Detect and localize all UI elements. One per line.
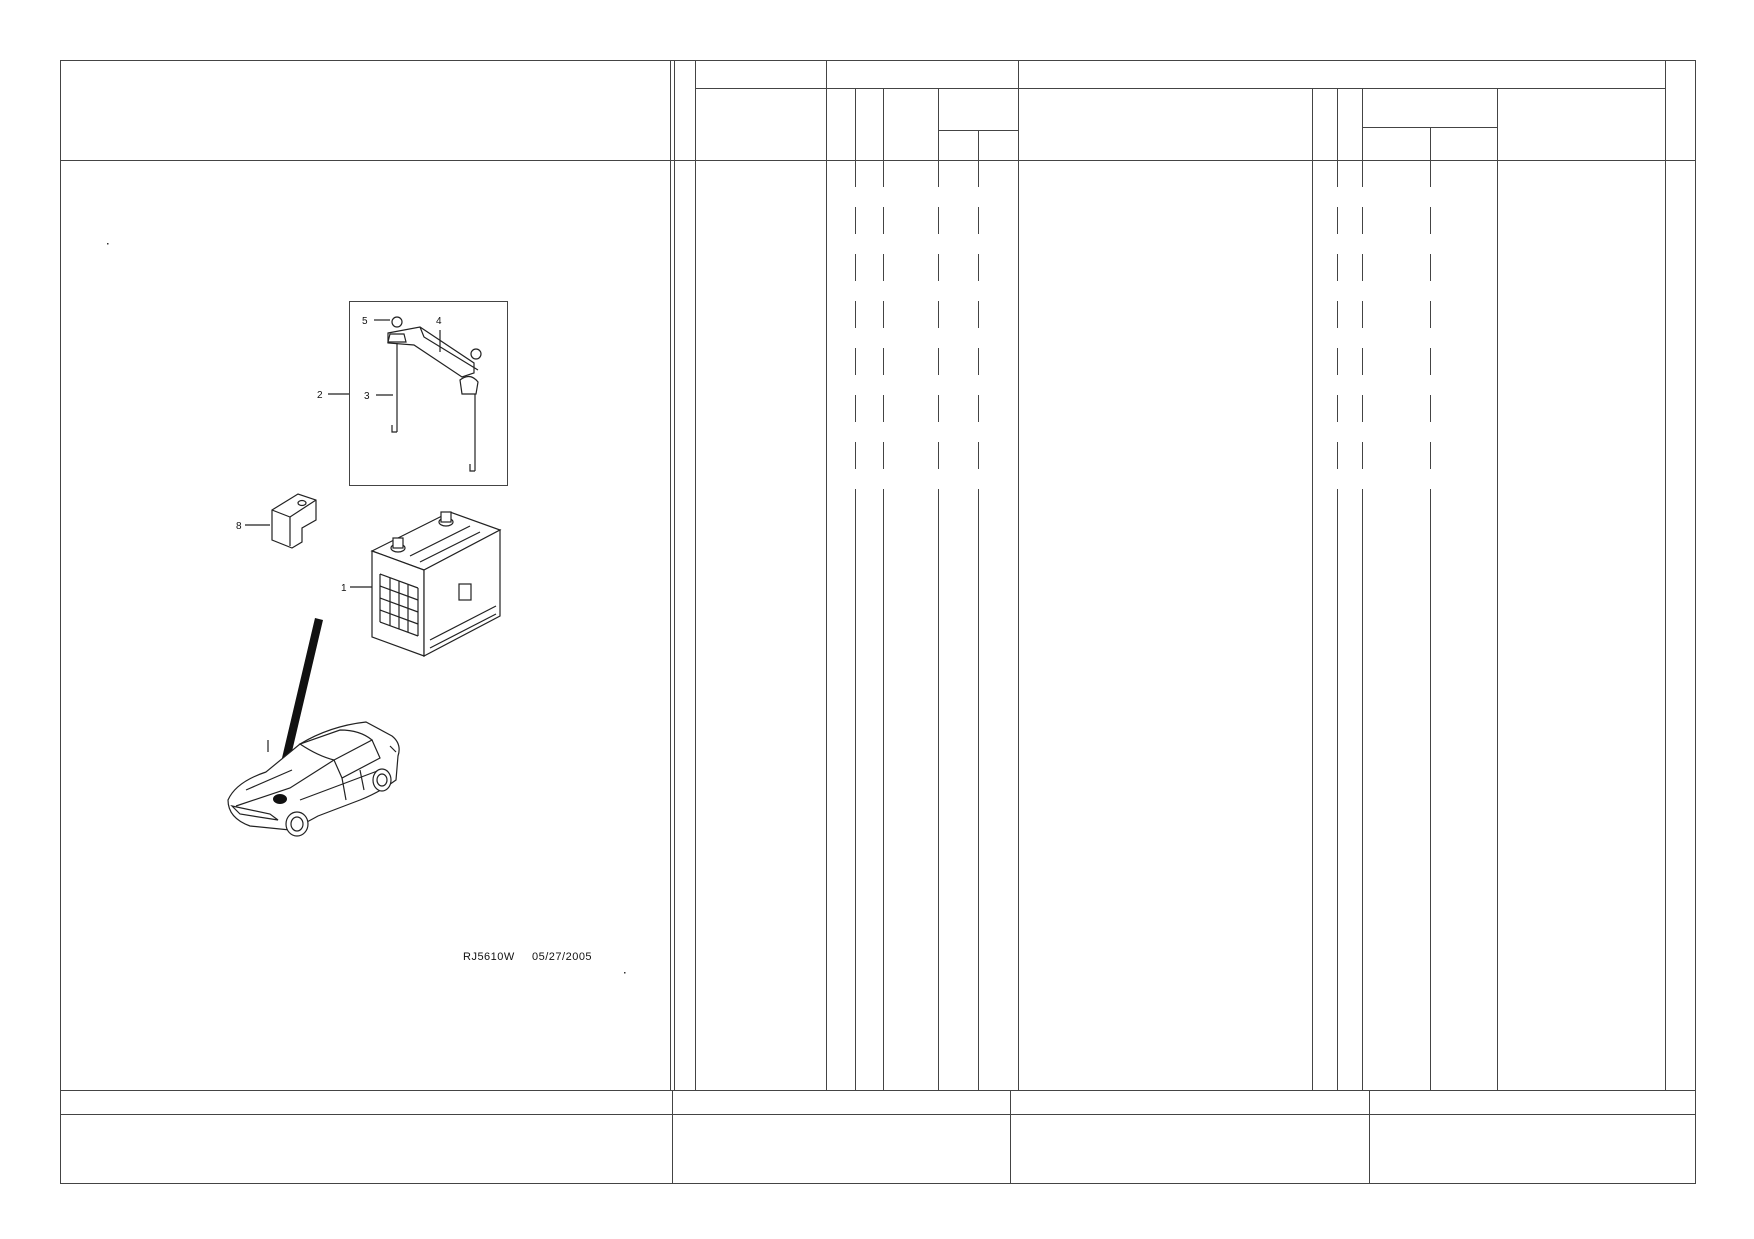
drawing-date: 05/27/2005 xyxy=(532,951,592,963)
callout-2: 2 xyxy=(317,390,323,401)
callout-5: 5 xyxy=(362,316,368,327)
callout-3: 3 xyxy=(364,391,370,402)
parts-illustration: 5 4 3 2 8 1 RJ5610W 05/27/2005 xyxy=(107,243,626,974)
parts-sheet-frame xyxy=(60,60,1696,1184)
vehicle-sedan-icon xyxy=(227,721,400,837)
callout-8: 8 xyxy=(236,521,242,532)
callout-4: 4 xyxy=(436,316,442,327)
parts-table-header xyxy=(695,60,1666,1090)
battery-icon xyxy=(350,511,502,657)
drawing-code: RJ5610W xyxy=(463,951,515,963)
hold-down-bracket-icon xyxy=(328,301,508,486)
parts-table-body xyxy=(855,160,1498,1090)
callout-1: 1 xyxy=(341,583,347,594)
terminal-cover-icon xyxy=(245,493,317,549)
